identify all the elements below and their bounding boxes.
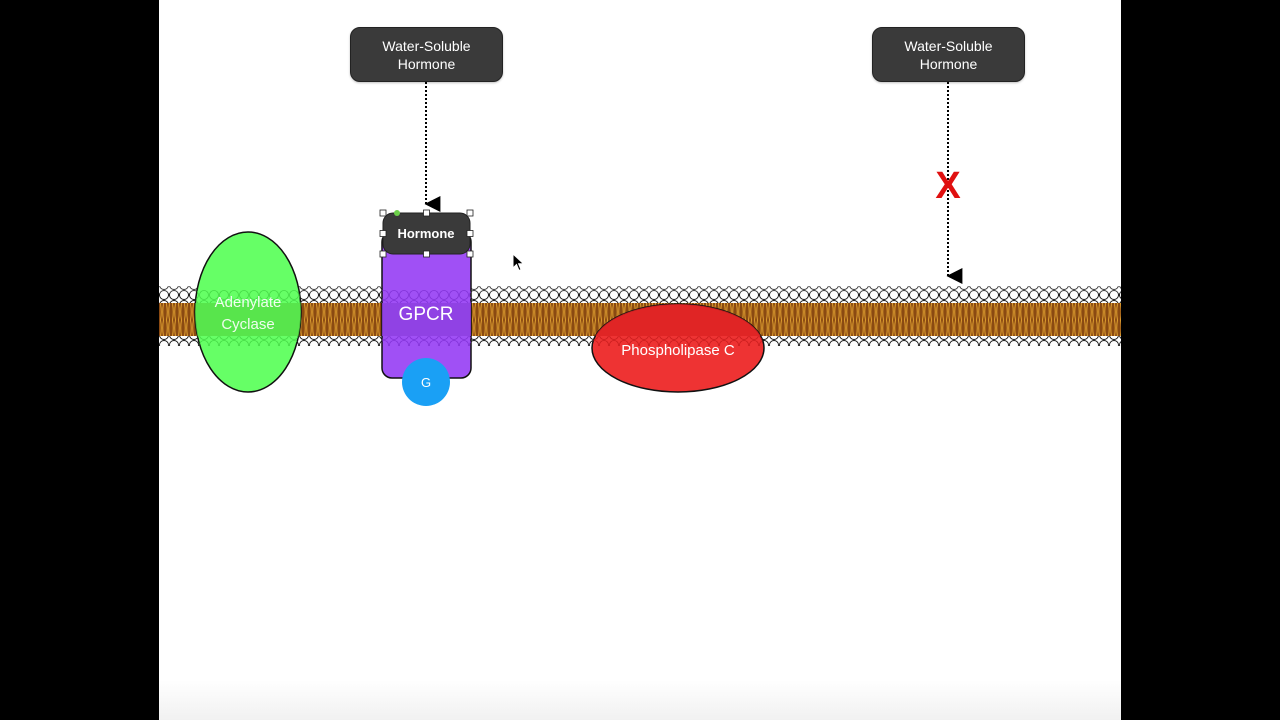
blocked-x-marker: X <box>935 165 961 207</box>
bound-hormone[interactable]: Hormone <box>382 212 471 255</box>
mouse-pointer-icon <box>512 253 525 272</box>
water-soluble-hormone-box-1[interactable]: Water-Soluble Hormone <box>350 27 503 82</box>
adenylate-cyclase-label-line2: Cyclase <box>221 316 274 333</box>
handle-top-center[interactable] <box>423 209 430 217</box>
membrane-diagram: Adenylate Cyclase GPCR G Phospholi <box>159 82 1121 406</box>
outer-leaflet-shadow-row <box>159 286 1121 296</box>
handle-bottom-left[interactable] <box>379 250 387 258</box>
handle-middle-right[interactable] <box>466 230 474 237</box>
hormone-box-2-line1: Water-Soluble <box>904 37 993 54</box>
gpcr-receptor[interactable]: GPCR <box>381 231 472 379</box>
selection-handles[interactable] <box>379 209 474 258</box>
slide-canvas: Adenylate Cyclase GPCR G Phospholi <box>159 0 1121 720</box>
water-soluble-hormone-box-2[interactable]: Water-Soluble Hormone <box>872 27 1025 82</box>
handle-top-left[interactable] <box>379 209 387 217</box>
handle-top-right[interactable] <box>466 209 474 217</box>
outer-leaflet-heads <box>159 293 1121 303</box>
gpcr-label: GPCR <box>399 304 454 325</box>
handle-bottom-center[interactable] <box>423 250 430 258</box>
hormone-box-1-line1: Water-Soluble <box>382 37 471 54</box>
handle-middle-left[interactable] <box>379 230 387 237</box>
adenylate-cyclase-label-line1: Adenylate <box>215 294 282 311</box>
bound-hormone-label: Hormone <box>397 226 454 241</box>
g-protein[interactable]: G <box>402 358 450 406</box>
handle-bottom-right[interactable] <box>466 250 474 258</box>
handle-rotate[interactable] <box>394 210 400 216</box>
adenylate-cyclase[interactable]: Adenylate Cyclase <box>189 231 309 393</box>
phospholipase-c-label: Phospholipase C <box>621 342 735 359</box>
g-protein-label: G <box>421 375 431 390</box>
hormone-box-1-line2: Hormone <box>397 55 456 72</box>
hormone-box-2-line2: Hormone <box>919 55 978 72</box>
